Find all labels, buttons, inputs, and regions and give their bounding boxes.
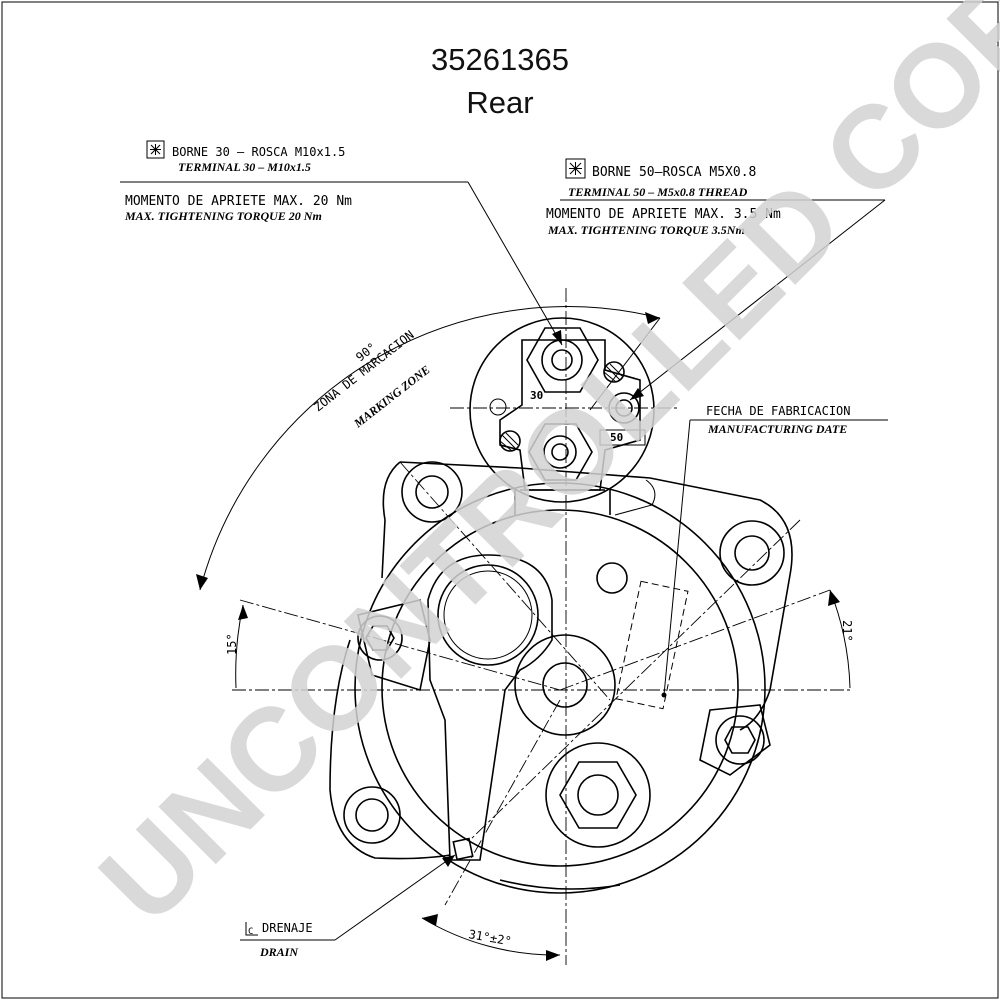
terminal-30-washer bbox=[541, 339, 583, 381]
date-plate bbox=[615, 580, 689, 710]
view-label: Rear bbox=[466, 85, 533, 120]
solenoid-cap bbox=[437, 564, 539, 666]
hatched-screw-left bbox=[499, 430, 521, 452]
terminal-30-es: BORNE 30 – ROSCA M10x1.5 bbox=[172, 145, 345, 159]
solenoid-housing bbox=[469, 317, 655, 503]
solenoid-side-hole bbox=[489, 398, 507, 416]
terminal-30-label: 30 bbox=[530, 389, 543, 402]
terminal-30-callout: BORNE 30 – ROSCA M10x1.5 TERMINAL 30 – M… bbox=[120, 140, 563, 346]
mount-hole-upper-right bbox=[734, 535, 770, 571]
left-stud-washer bbox=[357, 615, 403, 661]
svg-text:C: C bbox=[248, 927, 253, 937]
mfg-date-en: MANUFACTURING DATE bbox=[707, 422, 847, 436]
terminal-50-torque-en: MAX. TIGHTENING TORQUE 3.5Nm bbox=[547, 223, 745, 237]
terminal-30-torque-es: MOMENTO DE APRIETE MAX. 20 Nm bbox=[125, 194, 352, 209]
lower-terminal-hex bbox=[559, 761, 637, 829]
terminal-30-torque-en: MAX. TIGHTENING TORQUE 20 Nm bbox=[124, 209, 322, 223]
mount-boss-upper-right bbox=[719, 520, 785, 586]
mount-hole-lower-left bbox=[355, 798, 389, 832]
drain-symbol-icon: C bbox=[245, 922, 258, 937]
part-number: 35261365 bbox=[431, 42, 569, 77]
terminal-30-hex bbox=[526, 327, 599, 393]
left-stud-hex bbox=[365, 625, 395, 651]
terminal-50-es: BORNE 50–ROSCA M5X0.8 bbox=[592, 165, 756, 180]
drain-es: DRENAJE bbox=[262, 921, 313, 935]
mfg-date-es: FECHA DE FABRICACION bbox=[706, 404, 851, 418]
manufacturing-date-callout: FECHA DE FABRICACION MANUFACTURING DATE bbox=[663, 404, 888, 696]
angle-31-label: 31°±2° bbox=[467, 927, 512, 948]
left-lug bbox=[357, 599, 431, 692]
terminal-30-en: TERMINAL 30 – M10x1.5 bbox=[178, 160, 311, 174]
terminal-50-label: 50 bbox=[610, 431, 623, 444]
lower-terminal-stud bbox=[577, 774, 619, 816]
terminal-50-callout: BORNE 50–ROSCA M5X0.8 TERMINAL 50 – M5x0… bbox=[546, 158, 886, 401]
right-lug bbox=[699, 704, 771, 776]
terminal-50-en: TERMINAL 50 – M5x0.8 THREAD bbox=[568, 185, 748, 199]
right-stud-hex bbox=[724, 726, 756, 754]
lower-terminal-boss bbox=[545, 742, 651, 848]
terminal-50-torque-es: MOMENTO DE APRIETE MAX. 3.5 Nm bbox=[546, 207, 781, 222]
through-bolt-hole bbox=[596, 562, 628, 594]
center-bearing-inner bbox=[542, 662, 588, 708]
critical-marker-icon bbox=[565, 158, 586, 179]
solenoid-lower-core bbox=[551, 443, 569, 461]
solenoid-cap-inner bbox=[443, 570, 533, 660]
drain-notch bbox=[452, 837, 474, 861]
angle-21-label: 21° bbox=[840, 620, 854, 642]
solenoid-lower-hex bbox=[528, 423, 593, 481]
drain-en: DRAIN bbox=[259, 945, 299, 959]
uncontrolled-copy-watermark: UNCONTROLLED COPY bbox=[75, 0, 1000, 948]
hatched-screw-right bbox=[603, 361, 625, 383]
mount-hole-upper-left bbox=[415, 475, 449, 509]
terminal-50-tag bbox=[599, 429, 646, 446]
angle-31-dimension: 31°±2° bbox=[421, 914, 561, 961]
mounting-flange-outline bbox=[329, 461, 793, 890]
center-lines bbox=[232, 288, 852, 965]
angle-15-label: 15° bbox=[225, 633, 239, 655]
housing-inner-circle bbox=[381, 509, 739, 867]
mount-boss-upper-left bbox=[401, 461, 463, 523]
housing-outer-circle bbox=[354, 482, 766, 894]
solenoid-lower-stud bbox=[543, 435, 577, 469]
marking-zone-es: ZONA DE MARCACION bbox=[311, 328, 416, 415]
angle-15-dimension: 15° bbox=[225, 604, 248, 689]
critical-marker-icon bbox=[146, 140, 165, 159]
center-bearing-outer bbox=[514, 634, 616, 736]
starter-motor-rear-view: 50 30 bbox=[329, 317, 793, 894]
mount-boss-lower-left bbox=[343, 786, 401, 844]
right-stud-washer bbox=[715, 715, 765, 765]
terminal-30-stud bbox=[551, 349, 573, 371]
solenoid-arm bbox=[427, 554, 553, 861]
solenoid-bracket bbox=[614, 479, 656, 516]
drain-callout: C DRENAJE DRAIN bbox=[240, 854, 456, 959]
angle-21-dimension: 21° bbox=[828, 589, 854, 689]
